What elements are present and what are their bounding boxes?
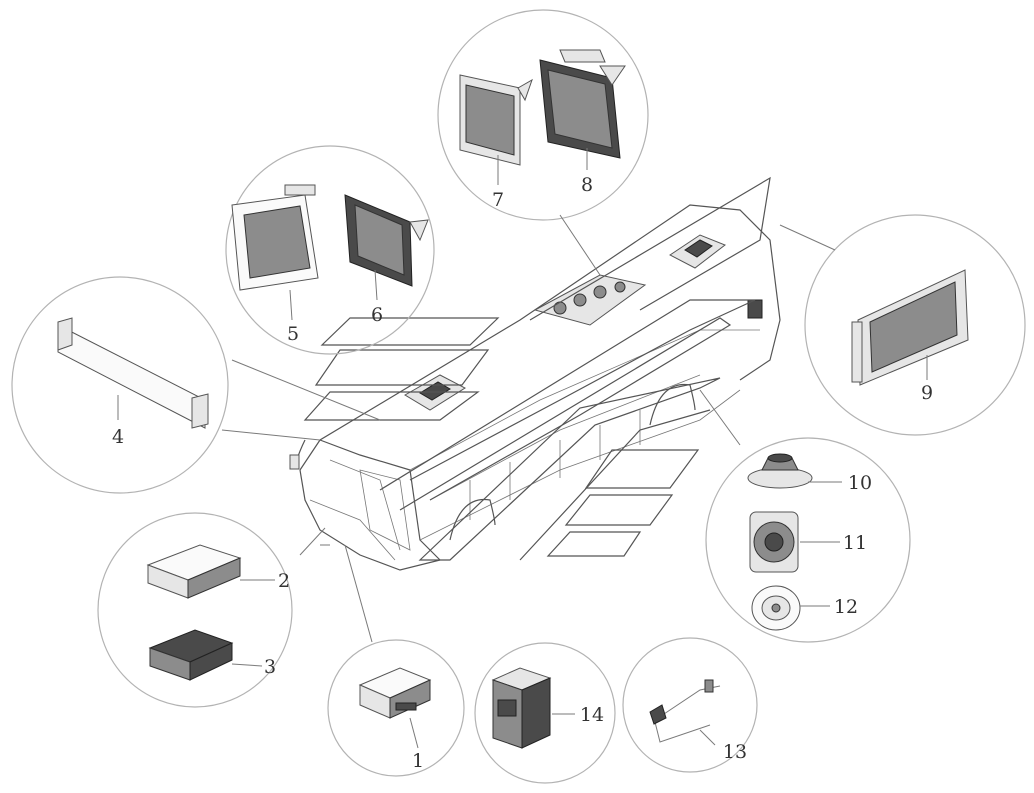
callout-6: 6 (371, 304, 383, 326)
lcd-panel-9 (851, 269, 969, 386)
bubble-9: 9 (804, 214, 1026, 436)
bubble-7-8: 7 8 (437, 9, 649, 221)
bubble-4: 4 (11, 276, 229, 494)
bubble-14: 14 (474, 642, 616, 784)
monitor-6 (344, 194, 429, 287)
monitor-7 (459, 74, 533, 166)
microphone-cable (649, 679, 721, 743)
bubble-5-6: 5 6 (225, 145, 435, 355)
rack-panel (57, 317, 209, 429)
dvd-player-unit (358, 667, 432, 719)
callout-1: 1 (412, 750, 424, 772)
bubble-1: 1 (327, 639, 465, 777)
side-panels (546, 449, 700, 557)
callout-5: 5 (287, 323, 299, 345)
connector-lines (221, 214, 836, 643)
amplifier-unit (148, 629, 234, 681)
callout-3: 3 (264, 656, 276, 678)
bubble-10-12: 10 11 12 (705, 437, 911, 643)
radio-unit (146, 544, 242, 599)
chevron-stripes (379, 176, 771, 561)
control-box-14 (491, 667, 552, 749)
bus-body (289, 204, 781, 571)
callout-12: 12 (834, 596, 858, 618)
callout-7: 7 (492, 189, 504, 211)
callout-11: 11 (843, 532, 867, 554)
monitor-5 (231, 184, 319, 291)
callout-10: 10 (848, 472, 872, 494)
callout-4: 4 (112, 426, 124, 448)
callout-13: 13 (723, 741, 747, 763)
speaker-12 (751, 585, 801, 631)
bubble-2-3: 2 3 (97, 512, 293, 708)
roof-ac-unit (533, 274, 647, 326)
callout-9: 9 (921, 382, 933, 404)
roof-panels (303, 317, 500, 421)
bubble-13: 13 (622, 637, 758, 773)
tweeter-10 (747, 453, 813, 489)
callout-2: 2 (278, 570, 290, 592)
speaker-11 (749, 511, 799, 573)
callout-14: 14 (580, 704, 604, 726)
callout-8: 8 (581, 174, 593, 196)
monitor-8 (539, 49, 626, 159)
